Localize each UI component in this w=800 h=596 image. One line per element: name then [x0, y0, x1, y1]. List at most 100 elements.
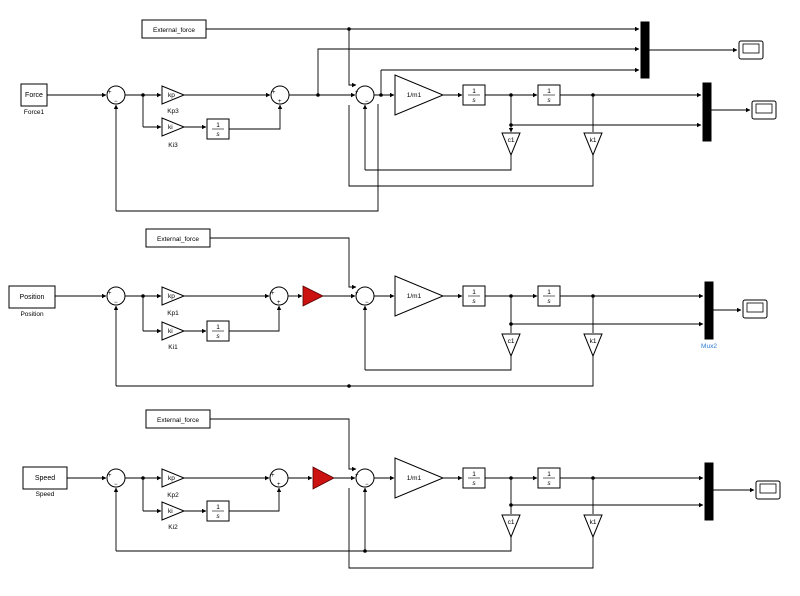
mux-icon[interactable]: [704, 281, 714, 340]
external-force-block[interactable]: External_force: [145, 228, 211, 248]
kp-gain-caption: Kp3: [167, 108, 179, 115]
svg-text:+: +: [272, 90, 276, 96]
spring-gain-label: k1: [590, 137, 597, 144]
external-force-label: External_force: [157, 236, 199, 243]
junction-dots: [141, 27, 595, 553]
scope-icon[interactable]: [755, 480, 781, 500]
svg-text:−: −: [114, 99, 118, 105]
ki-gain-label: ki: [168, 124, 173, 131]
integrator-den: s: [547, 298, 551, 305]
position-source-block[interactable]: Position: [8, 285, 56, 309]
damping-gain-label: c1: [508, 338, 515, 345]
svg-text:+: +: [108, 90, 112, 96]
kp-gain-label: kp: [168, 475, 175, 482]
integrator-num: 1: [547, 471, 551, 478]
mass-gain-block[interactable]: 1/m1: [394, 74, 445, 116]
mass-gain-label: 1/m1: [407, 475, 422, 482]
external-force-label: External_force: [157, 417, 199, 424]
wires-row-speed: [67, 418, 755, 569]
kp-gain-block[interactable]: kp: [161, 468, 186, 488]
position-integrator[interactable]: 1 s: [537, 285, 561, 307]
damping-gain-label: c1: [508, 137, 515, 144]
integrator-num: 1: [472, 471, 476, 478]
mass-gain-label: 1/m1: [407, 293, 422, 300]
mux-icon[interactable]: [640, 21, 650, 79]
mux-caption: Mux2: [701, 343, 717, 350]
svg-text:−: −: [114, 300, 118, 306]
position-integrator[interactable]: 1 s: [537, 84, 561, 106]
velocity-integrator[interactable]: 1 s: [462, 285, 486, 307]
force-source-label: Force: [25, 92, 43, 99]
position-integrator[interactable]: 1 s: [537, 467, 561, 489]
force-source-block[interactable]: Force: [20, 83, 48, 107]
svg-text:+: +: [277, 482, 281, 488]
speed-source-caption: Speed: [36, 491, 55, 498]
scope-icon[interactable]: [738, 40, 764, 60]
row-position: Position Position External_force +− kp K…: [8, 228, 768, 387]
damping-gain-label: c1: [508, 519, 515, 526]
integrator-den: s: [472, 298, 476, 305]
integrator-den: s: [547, 480, 551, 487]
scope-icon[interactable]: [751, 100, 777, 120]
spring-gain-label: k1: [590, 338, 597, 345]
integrator-num: 1: [547, 88, 551, 95]
svg-text:+: +: [277, 300, 281, 306]
svg-text:+: +: [108, 473, 112, 479]
ki-gain-caption: Ki3: [168, 142, 178, 149]
integrator-den: s: [547, 97, 551, 104]
row-force: Force Force1 External_force +− kp Kp3 ki…: [20, 19, 777, 212]
svg-text:−: −: [365, 99, 369, 105]
ki-gain-label: ki: [168, 508, 173, 515]
spring-gain-block[interactable]: k1: [583, 132, 603, 157]
saturation-icon[interactable]: [302, 285, 324, 307]
external-force-block[interactable]: External_force: [141, 19, 207, 39]
position-source-caption: Position: [20, 311, 44, 318]
svg-text:−: −: [365, 482, 369, 488]
mass-gain-label: 1/m1: [407, 92, 422, 99]
pi-integrator-block[interactable]: 1 s: [206, 320, 230, 342]
mux-icon[interactable]: [702, 82, 712, 142]
kp-gain-block[interactable]: kp: [161, 85, 186, 105]
integrator-den: s: [216, 333, 220, 340]
svg-text:+: +: [355, 473, 359, 479]
spring-gain-block[interactable]: k1: [583, 514, 603, 539]
kp-gain-block[interactable]: kp: [161, 286, 186, 306]
svg-text:+: +: [278, 99, 282, 105]
external-force-block[interactable]: External_force: [145, 409, 211, 429]
svg-text:+: +: [355, 291, 359, 297]
velocity-integrator[interactable]: 1 s: [462, 467, 486, 489]
ki-gain-block[interactable]: ki: [161, 321, 186, 341]
svg-text:−: −: [114, 482, 118, 488]
mass-gain-block[interactable]: 1/m1: [394, 275, 445, 317]
pi-integrator-block[interactable]: 1 s: [206, 118, 230, 140]
ki-gain-caption: Ki1: [168, 344, 178, 351]
position-source-label: Position: [20, 294, 45, 301]
spring-gain-block[interactable]: k1: [583, 333, 603, 358]
integrator-den: s: [216, 131, 220, 138]
integrator-num: 1: [472, 289, 476, 296]
pi-integrator-block[interactable]: 1 s: [206, 500, 230, 522]
damping-gain-block[interactable]: c1: [501, 132, 521, 157]
scope-icon[interactable]: [742, 299, 768, 319]
integrator-num: 1: [472, 88, 476, 95]
svg-text:+: +: [108, 291, 112, 297]
ki-gain-block[interactable]: ki: [161, 117, 186, 137]
svg-text:+: +: [355, 90, 359, 96]
velocity-integrator[interactable]: 1 s: [462, 84, 486, 106]
mux-icon[interactable]: [704, 462, 714, 521]
damping-gain-block[interactable]: c1: [501, 333, 521, 358]
speed-source-label: Speed: [35, 475, 55, 482]
svg-text:+: +: [271, 291, 275, 297]
integrator-den: s: [216, 513, 220, 520]
ki-gain-block[interactable]: ki: [161, 501, 186, 521]
kp-gain-label: kp: [168, 92, 175, 99]
integrator-num: 1: [216, 122, 220, 129]
integrator-den: s: [472, 97, 476, 104]
saturation-icon[interactable]: [312, 466, 335, 490]
mass-gain-block[interactable]: 1/m1: [394, 457, 445, 499]
integrator-num: 1: [216, 504, 220, 511]
integrator-den: s: [472, 480, 476, 487]
damping-gain-block[interactable]: c1: [501, 514, 521, 539]
speed-source-block[interactable]: Speed: [22, 466, 68, 490]
